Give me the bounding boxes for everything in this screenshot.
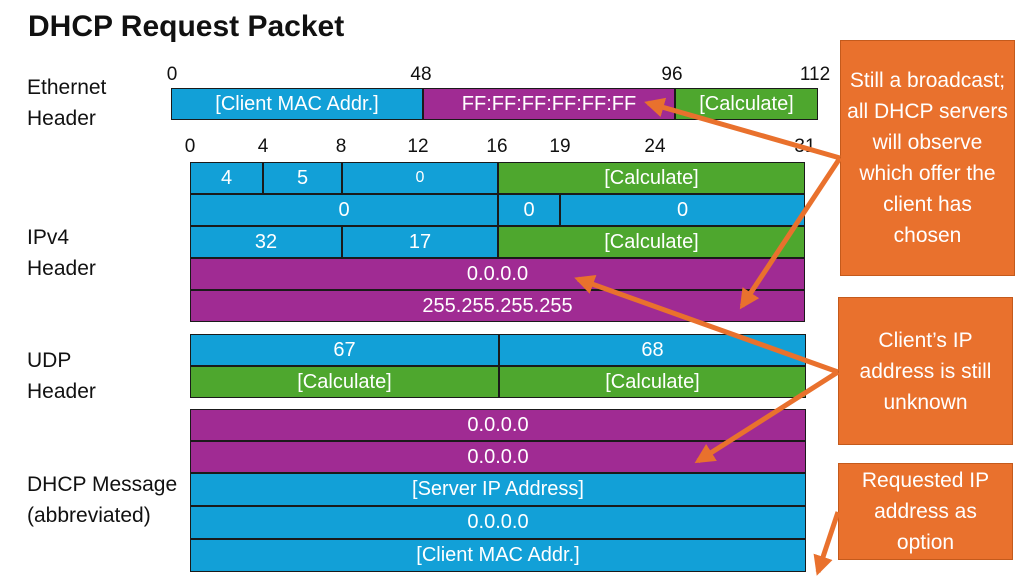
note-client-ip-unknown: Client’s IP address is still unknown: [838, 297, 1013, 445]
ipv4-fragment-offset: 0: [560, 194, 805, 226]
ipv4-tos: 0: [342, 162, 498, 194]
udp-src-port: 67: [190, 334, 499, 366]
udp-header-label: UDP Header: [27, 349, 96, 403]
arrow-to-dhcp-yiaddr: [694, 369, 840, 464]
ipv4-identification: 0: [190, 194, 498, 226]
ipv4-header-label: IPv4 Header: [27, 226, 96, 280]
ipv4-bit-24: 24: [644, 136, 666, 157]
ipv4-bit-0: 0: [184, 136, 196, 157]
ipv4-bit-16: 16: [486, 136, 508, 157]
udp-length: [Calculate]: [190, 366, 499, 398]
dhcp-message-label: DHCP Message (abbreviated): [27, 473, 178, 527]
ipv4-ttl: 32: [190, 226, 342, 258]
note-requested-ip: Requested IP address as option: [838, 463, 1013, 560]
ethernet-type: [Calculate]: [675, 88, 818, 120]
dhcp-chaddr: [Client MAC Addr.]: [190, 539, 806, 572]
ethernet-header-label: Ethernet Header: [27, 76, 107, 130]
ethernet-bit-112: 112: [799, 64, 831, 85]
arrow-to-ipv4-dst: [739, 156, 843, 310]
ethernet-dst-mac: FF:FF:FF:FF:FF:FF: [423, 88, 675, 120]
ethernet-bit-48: 48: [410, 64, 432, 85]
dhcp-ciaddr: 0.0.0.0: [190, 409, 806, 441]
ethernet-bit-0: 0: [166, 64, 178, 85]
page-title: DHCP Request Packet: [28, 10, 345, 43]
ipv4-version: 4: [190, 162, 263, 194]
ipv4-checksum: [Calculate]: [498, 226, 805, 258]
udp-dst-port: 68: [499, 334, 806, 366]
ipv4-bit-19: 19: [549, 136, 571, 157]
ethernet-src-mac: [Client MAC Addr.]: [171, 88, 423, 120]
udp-checksum: [Calculate]: [499, 366, 806, 398]
ipv4-total-length: [Calculate]: [498, 162, 805, 194]
arrow-to-options: [813, 511, 841, 576]
ipv4-dst-address: 255.255.255.255: [190, 290, 805, 322]
ipv4-bit-12: 12: [407, 136, 429, 157]
dhcp-giaddr: 0.0.0.0: [190, 506, 806, 539]
ethernet-bit-96: 96: [661, 64, 683, 85]
ipv4-bit-8: 8: [335, 136, 347, 157]
arrow-to-ethernet-dst: [644, 97, 841, 161]
note-broadcast: Still a broadcast; all DHCP servers will…: [840, 40, 1015, 276]
arrow-to-ipv4-src: [574, 274, 839, 375]
dhcp-siaddr: [Server IP Address]: [190, 473, 806, 506]
ipv4-protocol: 17: [342, 226, 498, 258]
ipv4-src-address: 0.0.0.0: [190, 258, 805, 290]
ipv4-bit-4: 4: [257, 136, 269, 157]
ipv4-flags: 0: [498, 194, 560, 226]
ipv4-ihl: 5: [263, 162, 342, 194]
